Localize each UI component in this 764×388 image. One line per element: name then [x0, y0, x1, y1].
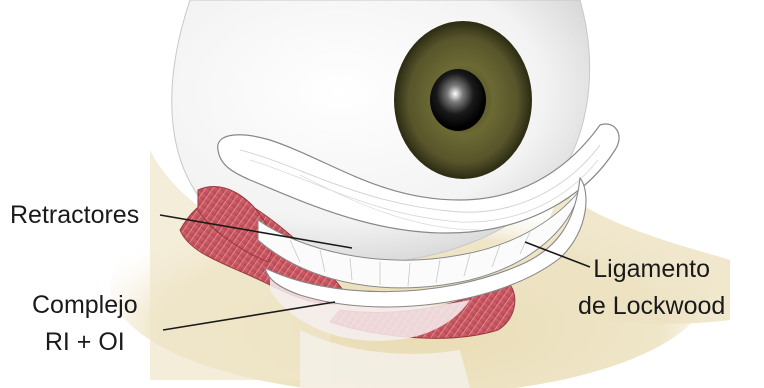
- label-ligamento-line2: de Lockwood: [578, 291, 725, 322]
- label-retractores: Retractores: [10, 200, 139, 231]
- label-ligamento: Ligamento de Lockwood: [578, 254, 725, 323]
- label-ligamento-line1: Ligamento: [578, 254, 725, 285]
- label-retractores-text: Retractores: [10, 201, 139, 229]
- pupil: [430, 69, 486, 131]
- label-complejo-line1: Complejo: [32, 290, 138, 321]
- label-complejo: Complejo RI + OI: [32, 290, 138, 359]
- label-complejo-line2: RI + OI: [32, 327, 138, 358]
